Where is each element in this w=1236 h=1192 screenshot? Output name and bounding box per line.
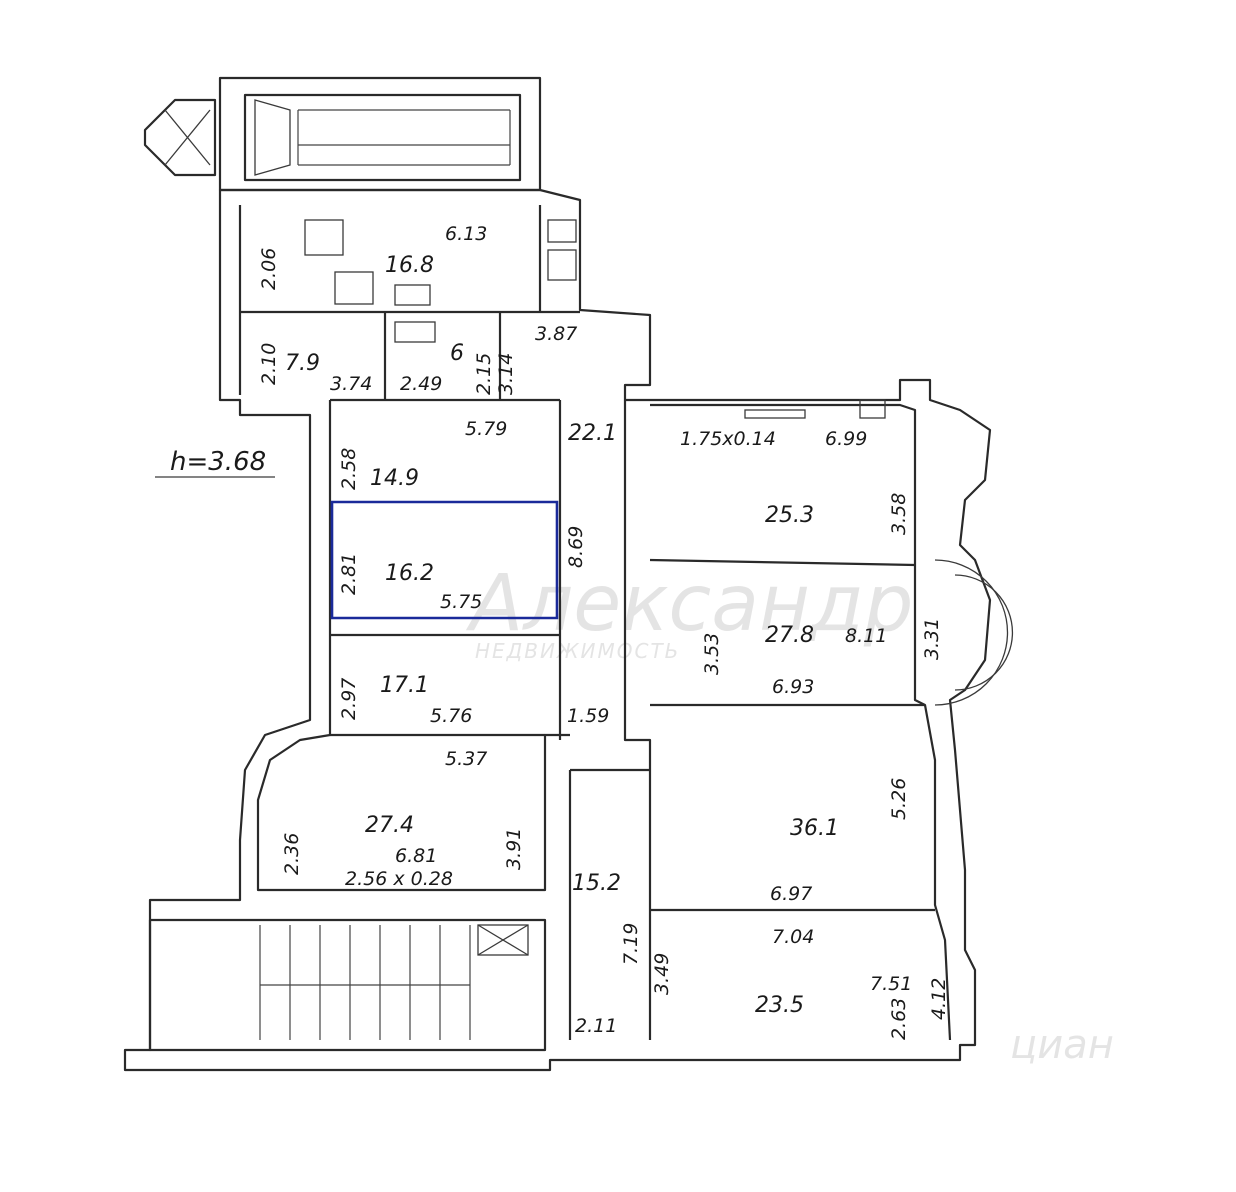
dimension: 2.15 [473,353,495,395]
room-area-7-9: 7.9 [285,351,320,376]
dimension: 1.75x0.14 [680,428,776,450]
vent-icon [859,399,886,419]
dimension: 6.97 [770,883,812,905]
dimension: 3.14 [495,353,517,395]
dimension: 5.75 [440,591,482,613]
labels: h=3.68 16.8 7.9 6 14.9 16.2 17.1 27.4 15… [155,223,950,1040]
dimension: 5.76 [430,705,472,727]
watermark-corner: циан [1010,1022,1114,1068]
selected-room-outline[interactable] [330,500,559,620]
dimension: 2.49 [400,373,442,395]
dimension: 2.97 [338,678,360,720]
sink-icon [394,284,431,306]
dimension: 3.49 [651,953,673,995]
sink-icon [547,219,577,243]
room-area-22-1: 22.1 [568,421,617,446]
dimension: 3.31 [921,618,943,660]
dimension: 3.91 [503,828,525,870]
ceiling-height: h=3.68 [170,447,266,477]
bottom-stairwell [148,918,547,1052]
room-area-16-2: 16.2 [385,561,434,586]
dimension: 5.79 [465,418,507,440]
room-area-15-2: 15.2 [572,871,621,896]
dimension: 2.81 [338,553,360,595]
dimension: 2.11 [575,1015,617,1037]
dimension: 2.10 [258,343,280,385]
room-area-17-1: 17.1 [380,673,429,698]
dimension: 3.74 [330,373,372,395]
dimension: 3.87 [535,323,577,345]
room-area-36-1: 36.1 [790,816,839,841]
dimension: 7.51 [870,973,912,995]
dimension: 7.19 [620,923,642,965]
dimension: 5.26 [888,778,910,820]
dimension: 7.04 [772,926,814,948]
fixtures [304,219,886,419]
bathtub-icon [394,321,436,343]
dimension: 2.36 [281,833,303,875]
dimension: 6.93 [772,676,814,698]
dimension: 5.37 [445,748,487,770]
partitions [240,205,1014,1040]
room-area-27-4: 27.4 [365,813,414,838]
dimension: 8.69 [565,526,587,568]
dimension: 2.63 [888,998,910,1040]
room-area-25-3: 25.3 [765,503,814,528]
stove-icon [304,219,344,256]
room-area-23-5: 23.5 [755,993,804,1018]
toilet-icon [547,249,577,281]
stove-icon [334,271,374,305]
radiator-icon [744,409,806,419]
dimension: 6.99 [825,428,867,450]
dimension: 6.81 [395,845,437,867]
room-area-14-9: 14.9 [370,466,419,491]
dimension: 3.53 [701,633,723,675]
dimension: 2.06 [258,248,280,290]
top-stairwell [143,76,542,192]
dimension: 3.58 [888,493,910,535]
dimension: 6.13 [445,223,487,245]
room-area-27-8: 27.8 [765,623,814,648]
room-area-kitchen: 16.8 [385,253,434,278]
dimension: 2.58 [338,448,360,490]
dimension: 2.56 x 0.28 [345,868,453,890]
watermark-sub: НЕДВИЖИМОСТЬ [475,639,680,663]
room-area-bath: 6 [450,341,464,366]
dimension: 8.11 [845,625,887,647]
dimension: 4.12 [928,978,950,1020]
dimension: 1.59 [567,705,609,727]
